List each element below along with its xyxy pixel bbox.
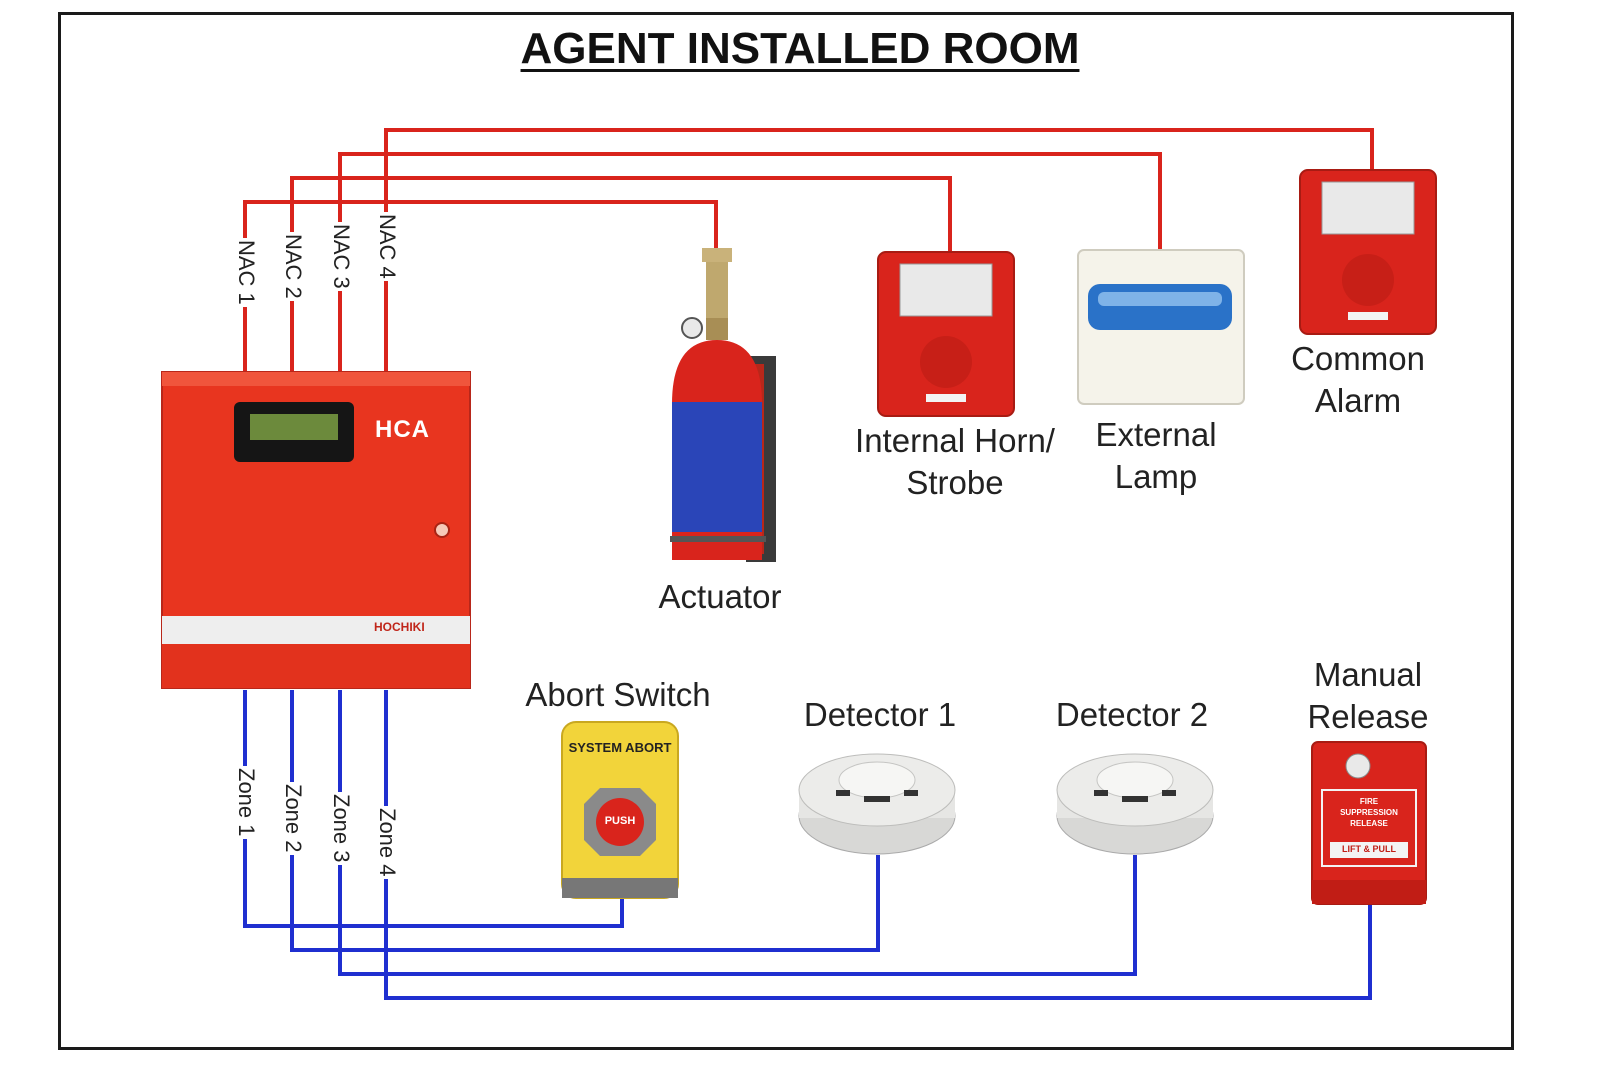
manual-release-label-line2: Release: [1307, 698, 1429, 735]
actuator-label: Actuator: [658, 578, 782, 615]
manual-release-device: FIRE SUPPRESSION RELEASE LIFT & PULL: [1310, 740, 1428, 906]
zone2-label: Zone 2: [281, 782, 306, 855]
agent-cylinder: [664, 244, 788, 574]
nac2-label: NAC 2: [281, 232, 306, 301]
detector1-label: Detector 1: [803, 696, 957, 733]
manual-release-label-line1: Manual: [1313, 656, 1423, 693]
control-panel: HCA HOCHIKI: [160, 370, 472, 690]
zone3-wire: [338, 690, 1137, 976]
nac4-label: NAC 4: [375, 212, 400, 281]
detector2-device: [1054, 738, 1216, 860]
diagram-title: AGENT INSTALLED ROOM: [520, 24, 1080, 73]
zone1-label: Zone 1: [234, 766, 259, 839]
zone4-label: Zone 4: [375, 806, 400, 879]
horn-strobe-label-line1: Internal Horn/: [855, 422, 1055, 459]
abort-plate-text: SYSTEM ABORT: [568, 740, 672, 755]
abort-push-text: PUSH: [604, 815, 636, 827]
common-alarm-label-line2: Alarm: [1314, 382, 1402, 419]
external-lamp-label-line2: Lamp: [1114, 458, 1198, 495]
common-alarm-label-line1: Common: [1291, 340, 1425, 377]
external-lamp-label-line1: External: [1095, 416, 1217, 453]
nac1-label: NAC 1: [234, 238, 259, 307]
zone3-label: Zone 3: [329, 792, 354, 865]
nac1-wire: [243, 200, 718, 372]
manual-plate-text: FIRE SUPPRESSION RELEASE: [1340, 797, 1398, 828]
detector1-device: [796, 738, 958, 860]
detector2-label: Detector 2: [1055, 696, 1209, 733]
panel-maker: HOCHIKI: [374, 620, 425, 634]
common-alarm-device: [1298, 168, 1438, 336]
horn-strobe-device: [876, 250, 1016, 418]
panel-brand: HCA: [375, 416, 430, 443]
abort-switch-label: Abort Switch: [525, 676, 711, 713]
external-lamp-device: [1076, 248, 1246, 406]
abort-switch-device: SYSTEM ABORT PUSH: [560, 720, 680, 900]
manual-pull-text: LIFT & PULL: [1342, 844, 1396, 854]
horn-strobe-label-line2: Strobe: [906, 464, 1004, 501]
nac3-label: NAC 3: [329, 222, 354, 291]
